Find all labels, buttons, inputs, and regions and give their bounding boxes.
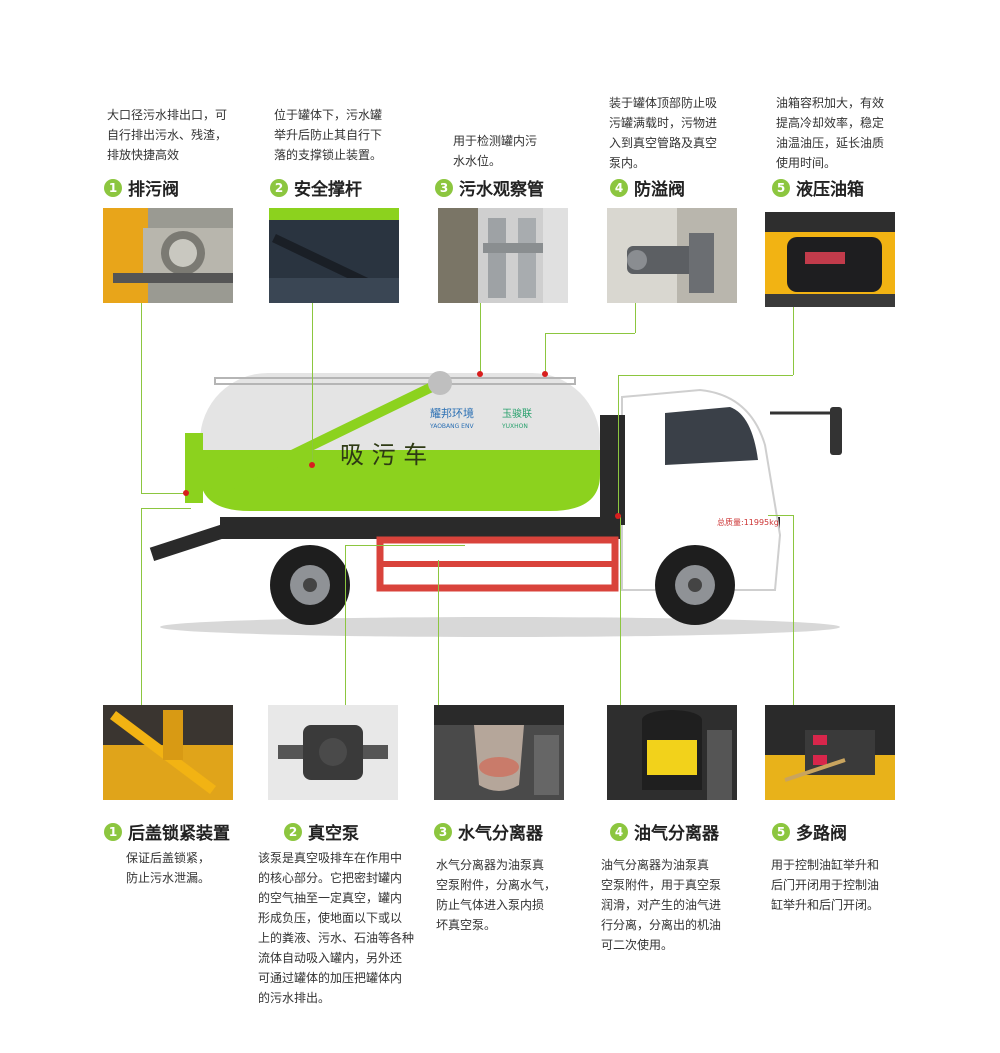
callout-line (141, 303, 143, 493)
sight-tube-photo (438, 208, 568, 303)
vacuum-pump-photo (268, 705, 398, 800)
marker-dot-icon (309, 462, 315, 468)
feature-title: 5 液压油箱 (772, 175, 864, 200)
brand2-name-text: 玉骏联 (502, 407, 532, 420)
feature-description: 水气分离器为油泵真 空泵附件，分离水气， 防止气体进入泵内损 坏真空泵。 (436, 858, 557, 932)
lock-device-photo (103, 705, 233, 800)
number-badge-icon: 3 (435, 178, 453, 197)
callout-line (635, 303, 637, 333)
feature-title-text: 水气分离器 (458, 824, 543, 844)
number-badge-icon: 2 (270, 178, 288, 197)
callout-line (438, 560, 440, 705)
feature-description: 大口径污水排出口，可 自行排出污水、残渣， 排放快捷高效 (107, 108, 228, 162)
feature-description: 保证后盖锁紧， 防止污水泄漏。 (126, 851, 211, 885)
feature-description: 油气分离器为油泵真 空泵附件，用于真空泵 润滑，对产生的油气进 行分离，分离出的… (601, 858, 722, 952)
callout-line (141, 508, 191, 510)
feature-description: 装于罐体顶部防止吸 污罐满载时，污物进 入到真空管路及真空 泵内。 (609, 96, 718, 170)
feature-description: 用于控制油缸举升和 后门开闭用于控制油 缸举升和后门开闭。 (771, 858, 880, 912)
feature-description: 该泵是真空吸排车在作用中 的核心部分。它把密封罐内 的空气抽至一定真空，罐内 形… (258, 851, 415, 1005)
brand2-en-text: YUXHON (501, 423, 528, 430)
door-weight-text: 总质量:11995kg (717, 517, 779, 527)
sewage-suction-truck-image: 吸 污 车 耀邦环境 YAOBANG ENV 玉骏联 YUXHON 总质量:11… (130, 335, 860, 645)
feature-title-text: 排污阀 (128, 180, 179, 200)
feature-title-text: 液压油箱 (796, 180, 864, 200)
tank-slogan-text: 吸 污 车 (340, 441, 427, 469)
callout-line (768, 515, 793, 517)
feature-title: 4 防溢阀 (610, 175, 685, 200)
front-wheel (655, 545, 735, 625)
feature-title: 3 污水观察管 (435, 175, 544, 200)
feature-title: 5 多路阀 (772, 819, 847, 844)
callout-line (312, 303, 314, 463)
callout-line (345, 545, 347, 705)
feature-title-text: 多路阀 (796, 824, 847, 844)
marker-dot-icon (615, 513, 621, 519)
oil-separator-photo (607, 705, 737, 800)
number-badge-icon: 5 (772, 822, 790, 841)
number-badge-icon: 1 (104, 822, 122, 841)
callout-line (480, 303, 482, 373)
feature-title-text: 油气分离器 (634, 824, 719, 844)
number-badge-icon: 5 (772, 178, 790, 197)
number-badge-icon: 1 (104, 178, 122, 197)
valve-photo (103, 208, 233, 303)
callout-line (141, 493, 186, 495)
callout-line (618, 375, 620, 515)
feature-title: 3 水气分离器 (434, 819, 543, 844)
feature-title: 2 安全撑杆 (270, 175, 362, 200)
feature-title: 1 后盖锁紧装置 (104, 819, 230, 844)
callout-line (141, 508, 143, 705)
feature-title-text: 安全撑杆 (294, 180, 362, 200)
water-separator-photo (434, 705, 564, 800)
support-rod-photo (269, 208, 399, 303)
overflow-valve-photo (607, 208, 737, 303)
number-badge-icon: 4 (610, 822, 628, 841)
number-badge-icon: 2 (284, 822, 302, 841)
feature-title-text: 真空泵 (308, 824, 359, 844)
callout-line (793, 307, 795, 375)
feature-title-text: 污水观察管 (459, 180, 544, 200)
callout-line (618, 375, 793, 377)
feature-description: 用于检测罐内污 水水位。 (453, 134, 538, 168)
feature-description: 油箱容积加大，有效 提高冷却效率，稳定 油温油压，延长油质 使用时间。 (776, 96, 885, 170)
feature-title-text: 防溢阀 (634, 180, 685, 200)
callout-line (620, 515, 622, 705)
feature-title: 2 真空泵 (284, 819, 359, 844)
marker-dot-icon (477, 371, 483, 377)
multi-valve-photo (765, 705, 895, 800)
marker-dot-icon (183, 490, 189, 496)
callout-line (345, 545, 465, 547)
feature-title: 4 油气分离器 (610, 819, 719, 844)
marker-dot-icon (542, 371, 548, 377)
rear-wheel (270, 545, 350, 625)
feature-description: 位于罐体下，污水罐 举升后防止其自行下 落的支撑锁止装置。 (274, 108, 383, 162)
callout-line (793, 515, 795, 705)
brand-name-text: 耀邦环境 (430, 406, 474, 420)
feature-title: 1 排污阀 (104, 175, 179, 200)
callout-line (545, 333, 547, 373)
number-badge-icon: 4 (610, 178, 628, 197)
number-badge-icon: 3 (434, 822, 452, 841)
hydraulic-tank-photo (765, 212, 895, 307)
feature-title-text: 后盖锁紧装置 (128, 824, 230, 844)
brand-en-text: YAOBANG ENV (429, 423, 474, 430)
callout-line (545, 333, 635, 335)
